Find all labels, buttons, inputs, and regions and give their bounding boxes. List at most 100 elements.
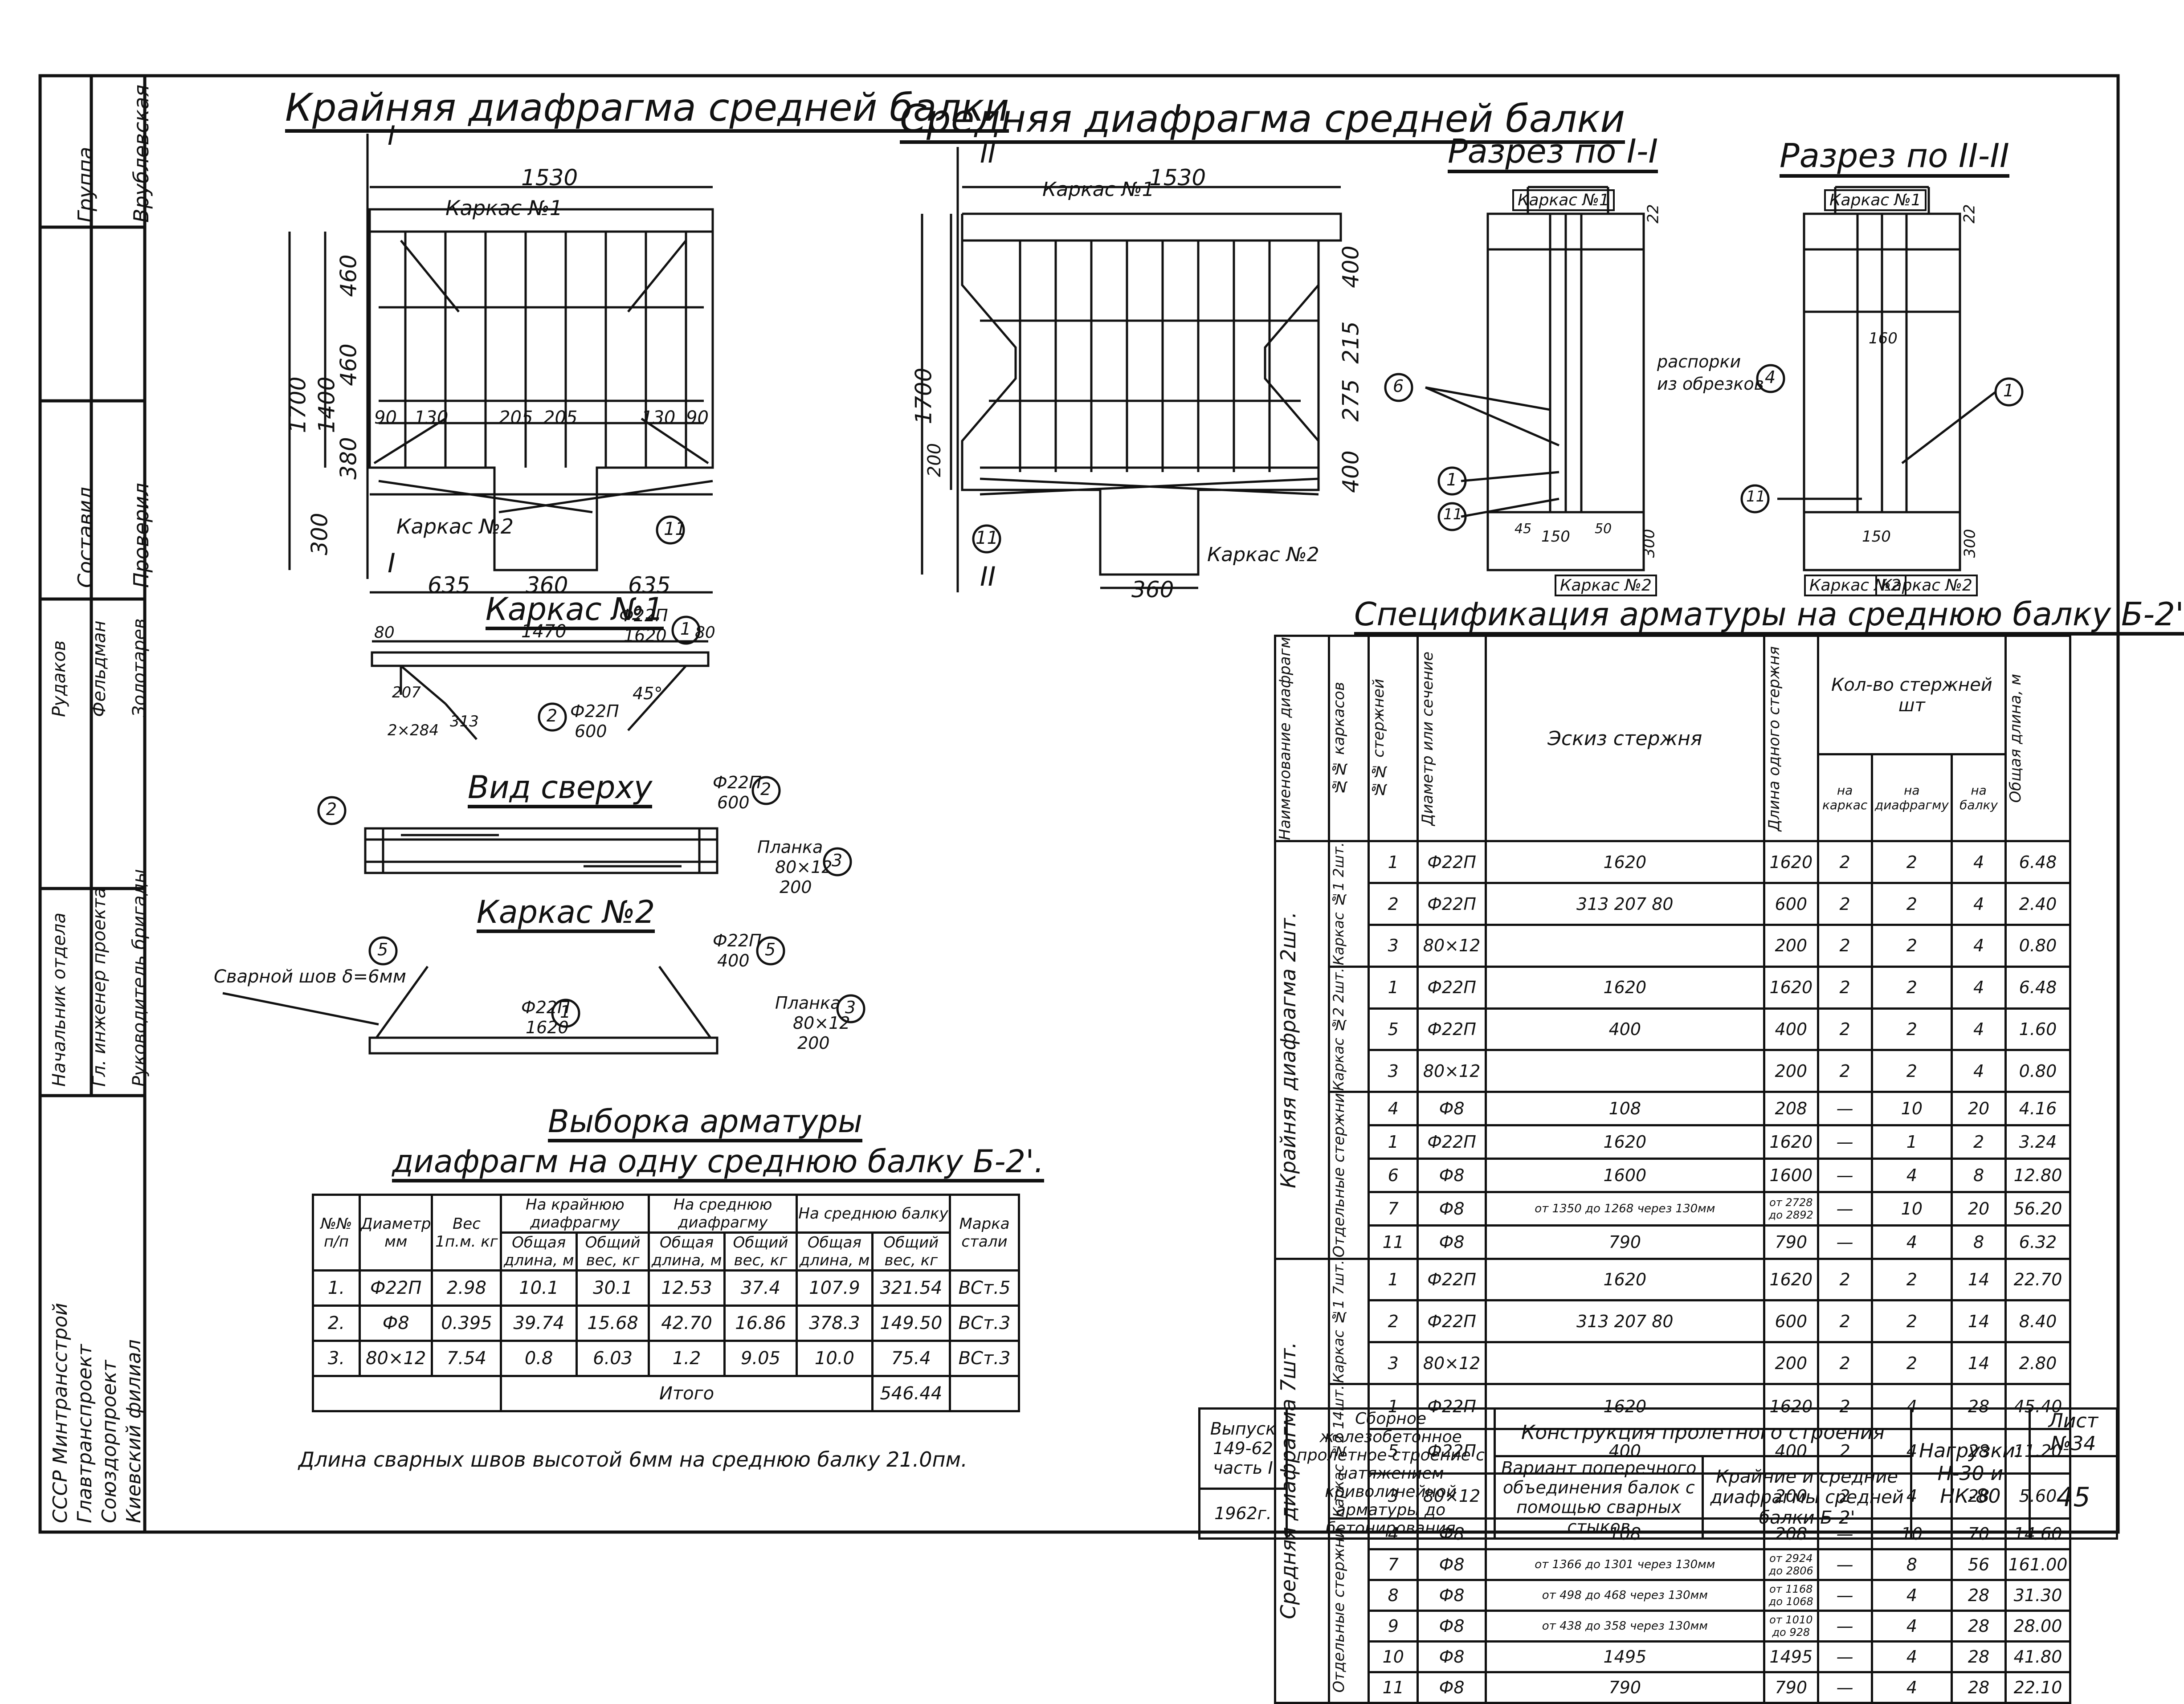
- sidebar-r4-role1: Начальник отдела: [49, 912, 69, 1087]
- spec-cell: Ф8: [1417, 1548, 1487, 1581]
- spec-cell: 3.24: [2004, 1124, 2072, 1160]
- sidebar-r1-role: Группа: [73, 147, 98, 223]
- tv-circle-3: 3: [832, 851, 843, 870]
- spec-cell: 14: [1951, 1341, 2007, 1385]
- sel-cell-blank: [949, 1375, 1020, 1412]
- sel-h-len2: Общая длина, м: [648, 1231, 726, 1272]
- spec-cell: 1620: [1484, 965, 1765, 1010]
- stamp-year: 1962г.: [1198, 1487, 1288, 1540]
- stamp-loads-value1: Н-30 и: [1937, 1462, 2004, 1485]
- spec-cell: 2: [1368, 1299, 1419, 1344]
- spec-cell: 28: [1951, 1640, 2007, 1673]
- spec-cell: 5: [1368, 1007, 1419, 1052]
- s1-frame2: Каркас №2: [1555, 575, 1657, 596]
- f1-len: 1470: [521, 621, 567, 642]
- spec-cell: Ф8: [1417, 1578, 1487, 1612]
- tv-bar2: Ф22П: [713, 773, 762, 792]
- spec-cell: —: [1817, 1640, 1873, 1673]
- sel-h-steel: Марка стали: [949, 1194, 1020, 1272]
- stamp-sheet-label: Лист: [2048, 1410, 2098, 1432]
- edge-dim-h4: 380: [335, 437, 362, 480]
- sel-cell: 1.2: [648, 1340, 726, 1377]
- s-circle-4: 4: [1765, 367, 1776, 387]
- f2-plate: Планка: [775, 993, 841, 1013]
- sel-cell: Ф8: [358, 1304, 433, 1342]
- sidebar-r4-role2: Гл. инженер проекта: [89, 887, 110, 1087]
- spec-cell: 1620: [1763, 965, 1819, 1010]
- spec-sub-frame1-b: Каркас №1 7шт.: [1327, 1257, 1370, 1385]
- f1-circle-2: 2: [547, 706, 558, 726]
- spec-cell: 31.30: [2004, 1578, 2072, 1612]
- sel-h-weight: Вес 1п.м. кг: [431, 1194, 502, 1272]
- s-circle-1: 1: [2003, 381, 2014, 400]
- edge-dim-a4: 205: [543, 408, 578, 428]
- mid-section-mark-bottom: II: [980, 561, 996, 592]
- sel-h-num: №№ п/п: [312, 1194, 361, 1272]
- mid-dim-width: 1530: [1149, 165, 1206, 191]
- spec-cell: [1484, 924, 1765, 968]
- spec-cell: [1484, 1049, 1765, 1093]
- mid-section-mark-top: II: [980, 138, 996, 169]
- s1-frame1: Каркас №1: [1512, 189, 1615, 211]
- spec-cell: 2: [1870, 1257, 1953, 1302]
- f1-angle: 45°: [633, 684, 663, 703]
- spec-cell: 2: [1817, 1299, 1873, 1344]
- spec-cell: 4: [1870, 1578, 1953, 1612]
- spec-cell: Ф22П: [1417, 1257, 1487, 1302]
- stamp-diaphragms: Крайние и средние диафрагмы средней балк…: [1702, 1455, 1912, 1540]
- spec-cell: 161.00: [2004, 1548, 2072, 1581]
- sel-cell: 37.4: [723, 1269, 798, 1307]
- f2-circle-5a: 5: [377, 940, 388, 959]
- spec-cell: 1: [1368, 965, 1419, 1010]
- spec-cell: 1495: [1484, 1640, 1765, 1673]
- spec-cell: 11: [1368, 1671, 1419, 1704]
- tv-plate-size: 80×12: [775, 857, 833, 877]
- sidebar-r3-name1: Рудаков: [49, 640, 69, 717]
- sel-cell: 10.0: [796, 1340, 874, 1377]
- spec-cell: 0.80: [2004, 1049, 2072, 1093]
- spec-cell: 790: [1484, 1671, 1765, 1704]
- sel-h-middle: На среднюю диафрагму: [648, 1194, 798, 1234]
- spec-cell: 28: [1951, 1671, 2007, 1704]
- sel-cell: 0.395: [431, 1304, 502, 1342]
- spec-cell: Ф8: [1417, 1091, 1487, 1127]
- edge-section-mark-bottom: I: [388, 548, 396, 579]
- spec-cell: 790: [1763, 1671, 1819, 1704]
- spec-cell: 7: [1368, 1548, 1419, 1581]
- spec-cell: 313 207 80: [1484, 1299, 1765, 1344]
- stamp-page: 45: [2029, 1455, 2118, 1540]
- spec-cell: 1620: [1763, 1257, 1819, 1302]
- mid-circle-11: 11: [976, 528, 998, 548]
- spec-cell: 3: [1368, 1049, 1419, 1093]
- s2-frame2: Каркас №2: [1804, 575, 1906, 596]
- spec-cell: 8: [1368, 1578, 1419, 1612]
- spec-cell: 56.20: [2004, 1190, 2072, 1227]
- spec-cell: 400: [1763, 1007, 1819, 1052]
- spec-cell: 2: [1870, 882, 1953, 926]
- spec-cell: —: [1817, 1224, 1873, 1260]
- spec-cell: —: [1817, 1578, 1873, 1612]
- spec-cell: 56: [1951, 1548, 2007, 1581]
- edge-dim-width: 1530: [521, 165, 578, 191]
- spec-cell: —: [1817, 1124, 1873, 1160]
- spec-cell: 0.80: [2004, 924, 2072, 968]
- sel-cell: 6.03: [575, 1340, 650, 1377]
- edge-dim-a6: 90: [686, 408, 709, 428]
- spec-h-sketch: Эскиз стержня: [1484, 634, 1765, 843]
- spec-cell: 600: [1763, 1299, 1819, 1344]
- spec-cell: 22.70: [2004, 1257, 2072, 1302]
- spec-cell: 1620: [1484, 840, 1765, 885]
- sel-cell: 149.50: [871, 1304, 951, 1342]
- stamp-loads: Нагрузки: Н-30 и НК-80: [1910, 1407, 2031, 1540]
- sel-cell: 30.1: [575, 1269, 650, 1307]
- s2-dim-300: 300: [1961, 529, 1979, 558]
- spec-cell: 2: [1817, 965, 1873, 1010]
- spec-cell: Ф8: [1417, 1671, 1487, 1704]
- spec-cell: от 2728 до 2892: [1763, 1190, 1819, 1227]
- sel-cell-blank: [311, 1375, 502, 1412]
- spec-cell: 6: [1368, 1157, 1419, 1193]
